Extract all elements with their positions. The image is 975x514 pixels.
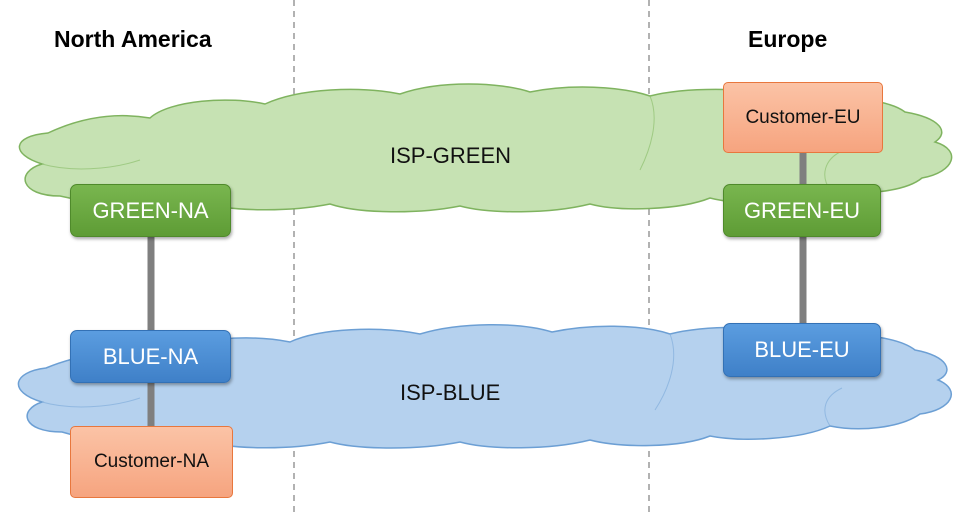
region-title-north-america: North America xyxy=(54,26,212,52)
isp-blue-label: ISP-BLUE xyxy=(400,380,501,405)
isp-green-label: ISP-GREEN xyxy=(390,143,512,168)
node-blue-na[interactable]: BLUE-NA xyxy=(70,330,231,383)
node-customer-na[interactable]: Customer-NA xyxy=(70,426,233,498)
isp-blue-cloud xyxy=(17,324,952,449)
node-green-eu[interactable]: GREEN-EU xyxy=(723,184,881,237)
node-green-na[interactable]: GREEN-NA xyxy=(70,184,231,237)
region-title-europe: Europe xyxy=(748,26,828,52)
node-blue-eu[interactable]: BLUE-EU xyxy=(723,323,881,377)
node-customer-eu[interactable]: Customer-EU xyxy=(723,82,883,153)
